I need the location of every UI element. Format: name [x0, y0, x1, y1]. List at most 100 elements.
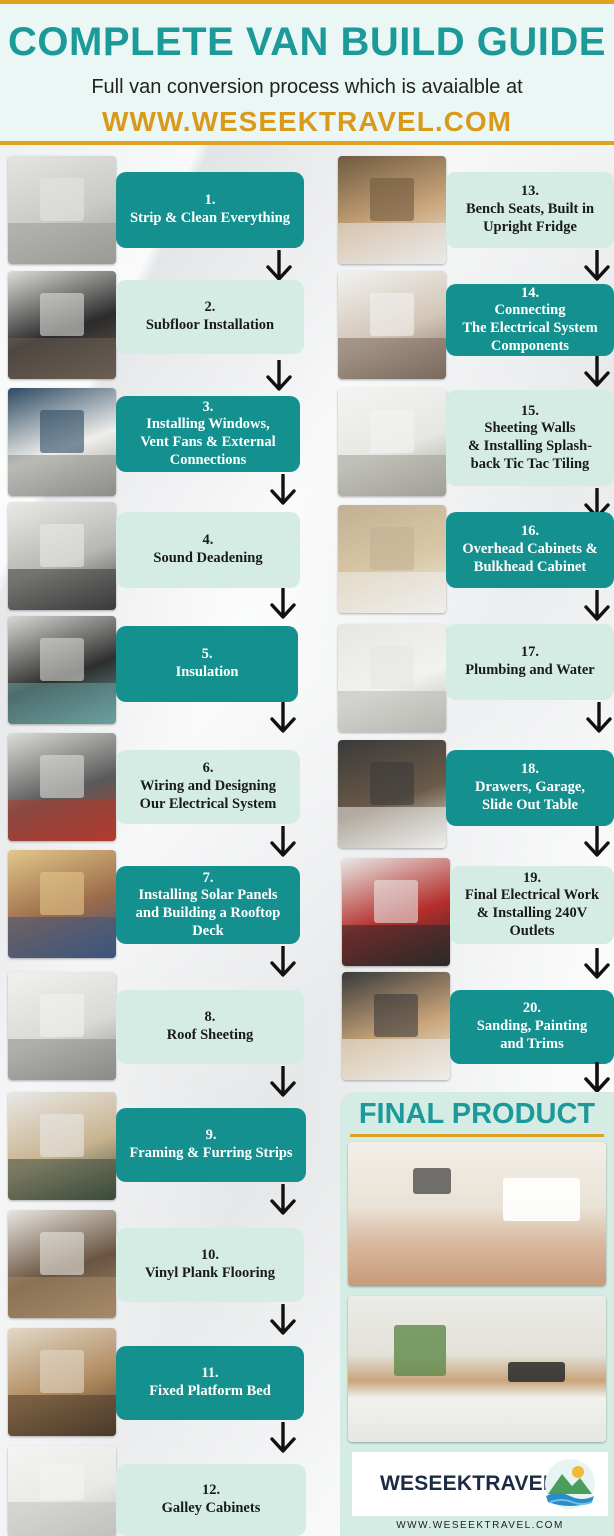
brand-logo-text: WESEEKTRAVEL	[380, 1472, 556, 1495]
down-arrow-icon	[270, 702, 296, 734]
step-number: 17.	[520, 644, 540, 661]
step-2-photo	[8, 271, 116, 379]
step-6-box: 6.Wiring and Designing Our Electrical Sy…	[116, 750, 300, 824]
step-10-box: 10.Vinyl Plank Flooring	[116, 1228, 304, 1302]
step-number: 19.	[522, 869, 542, 886]
step-label: Vinyl Plank Flooring	[145, 1265, 275, 1281]
step-14-box: 14.Connecting The Electrical System Comp…	[446, 284, 614, 356]
step-label: Roof Sheeting	[166, 1027, 254, 1043]
down-arrow-icon	[270, 1066, 296, 1098]
step-15-photo	[338, 388, 446, 496]
step-16-box: 16.Overhead Cabinets & Bulkhead Cabinet	[446, 512, 614, 588]
step-17-box: 17.Plumbing and Water	[446, 624, 614, 700]
down-arrow-icon	[584, 1062, 610, 1094]
down-arrow-icon	[270, 1304, 296, 1336]
step-1-photo	[8, 156, 116, 264]
step-number: 20.	[522, 1000, 542, 1017]
brand-logo: WESEEKTRAVEL	[352, 1452, 608, 1516]
step-12-box: 12.Galley Cabinets	[116, 1464, 306, 1536]
step-18-photo	[338, 740, 446, 848]
step-number: 18.	[520, 761, 540, 778]
step-label: Plumbing and Water	[465, 662, 595, 678]
step-number: 16.	[520, 523, 540, 540]
step-4-box: 4.Sound Deadening	[116, 512, 300, 588]
down-arrow-icon	[584, 590, 610, 622]
step-11-photo	[8, 1328, 116, 1436]
step-number: 7.	[202, 869, 214, 886]
step-14-photo	[338, 271, 446, 379]
step-label: Sound Deadening	[153, 550, 263, 566]
step-number: 5.	[201, 646, 213, 663]
down-arrow-icon	[270, 474, 296, 506]
step-number: 12.	[201, 1482, 221, 1499]
step-label: Strip & Clean Everything	[130, 210, 290, 226]
step-label: Sanding, Painting and Trims	[476, 1018, 588, 1052]
step-label: Drawers, Garage, Slide Out Table	[475, 779, 585, 813]
down-arrow-icon	[586, 702, 612, 734]
down-arrow-icon	[584, 826, 610, 858]
step-10-photo	[8, 1210, 116, 1318]
step-label: Wiring and Designing Our Electrical Syst…	[139, 778, 277, 812]
final-product-title: FINAL PRODUCT	[358, 1098, 596, 1130]
step-19-photo	[342, 858, 450, 966]
step-7-box: 7.Installing Solar Panels and Building a…	[116, 866, 300, 944]
step-number: 4.	[202, 532, 214, 549]
page-title: COMPLETE VAN BUILD GUIDE	[8, 20, 606, 64]
step-12-photo	[8, 1446, 116, 1536]
down-arrow-icon	[584, 250, 610, 282]
footer-url-link[interactable]: WWW.WESEEKTRAVEL.COM	[396, 1520, 564, 1531]
down-arrow-icon	[584, 356, 610, 388]
step-label: Connecting The Electrical System Compone…	[462, 302, 598, 354]
step-5-box: 5.Insulation	[116, 626, 298, 702]
step-13-box: 13.Bench Seats, Built in Upright Fridge	[446, 172, 614, 248]
step-label: Installing Solar Panels and Building a R…	[135, 887, 281, 939]
step-11-box: 11.Fixed Platform Bed	[116, 1346, 304, 1420]
step-label: Insulation	[175, 664, 239, 680]
mountain-logo-icon	[545, 1459, 595, 1509]
step-2-box: 2.Subfloor Installation	[116, 280, 304, 354]
step-label: Bench Seats, Built in Upright Fridge	[465, 201, 595, 235]
step-number: 11.	[201, 1365, 219, 1382]
header-url-link[interactable]: WWW.WESEEKTRAVEL.COM	[102, 106, 512, 137]
down-arrow-icon	[270, 588, 296, 620]
step-number: 13.	[520, 183, 540, 200]
down-arrow-icon	[584, 948, 610, 980]
step-8-photo	[8, 972, 116, 1080]
step-number: 10.	[200, 1247, 220, 1264]
step-8-box: 8.Roof Sheeting	[116, 990, 304, 1064]
down-arrow-icon	[270, 1422, 296, 1454]
step-number: 9.	[205, 1127, 217, 1144]
final-photo-kitchen	[348, 1296, 606, 1442]
step-label: Galley Cabinets	[161, 1500, 261, 1516]
step-label: Overhead Cabinets & Bulkhead Cabinet	[462, 541, 598, 575]
step-16-photo	[338, 505, 446, 613]
step-number: 3.	[202, 398, 214, 415]
step-20-photo	[342, 972, 450, 1080]
step-number: 1.	[204, 192, 216, 209]
step-9-box: 9.Framing & Furring Strips	[116, 1108, 306, 1182]
final-photo-bed	[348, 1142, 606, 1286]
step-18-box: 18.Drawers, Garage, Slide Out Table	[446, 750, 614, 826]
header-banner: COMPLETE VAN BUILD GUIDE Full van conver…	[0, 0, 614, 145]
step-label: Sheeting Walls & Installing Splash- back…	[467, 420, 593, 472]
step-17-photo	[338, 624, 446, 732]
step-9-photo	[8, 1092, 116, 1200]
step-15-box: 15.Sheeting Walls & Installing Splash- b…	[446, 390, 614, 486]
step-label: Installing Windows, Vent Fans & External…	[140, 416, 276, 468]
down-arrow-icon	[270, 826, 296, 858]
step-number: 14.	[520, 284, 540, 301]
step-13-photo	[338, 156, 446, 264]
step-number: 2.	[204, 299, 216, 316]
step-4-photo	[8, 502, 116, 610]
step-number: 15.	[520, 402, 540, 419]
step-19-box: 19.Final Electrical Work & Installing 24…	[450, 866, 614, 944]
step-3-box: 3.Installing Windows, Vent Fans & Extern…	[116, 396, 300, 472]
step-label: Fixed Platform Bed	[149, 1383, 271, 1399]
down-arrow-icon	[270, 946, 296, 978]
page-subtitle: Full van conversion process which is ava…	[91, 76, 523, 98]
down-arrow-icon	[266, 250, 292, 282]
down-arrow-icon	[270, 1184, 296, 1216]
step-label: Framing & Furring Strips	[129, 1145, 293, 1161]
step-5-photo	[8, 616, 116, 724]
step-6-photo	[8, 733, 116, 841]
